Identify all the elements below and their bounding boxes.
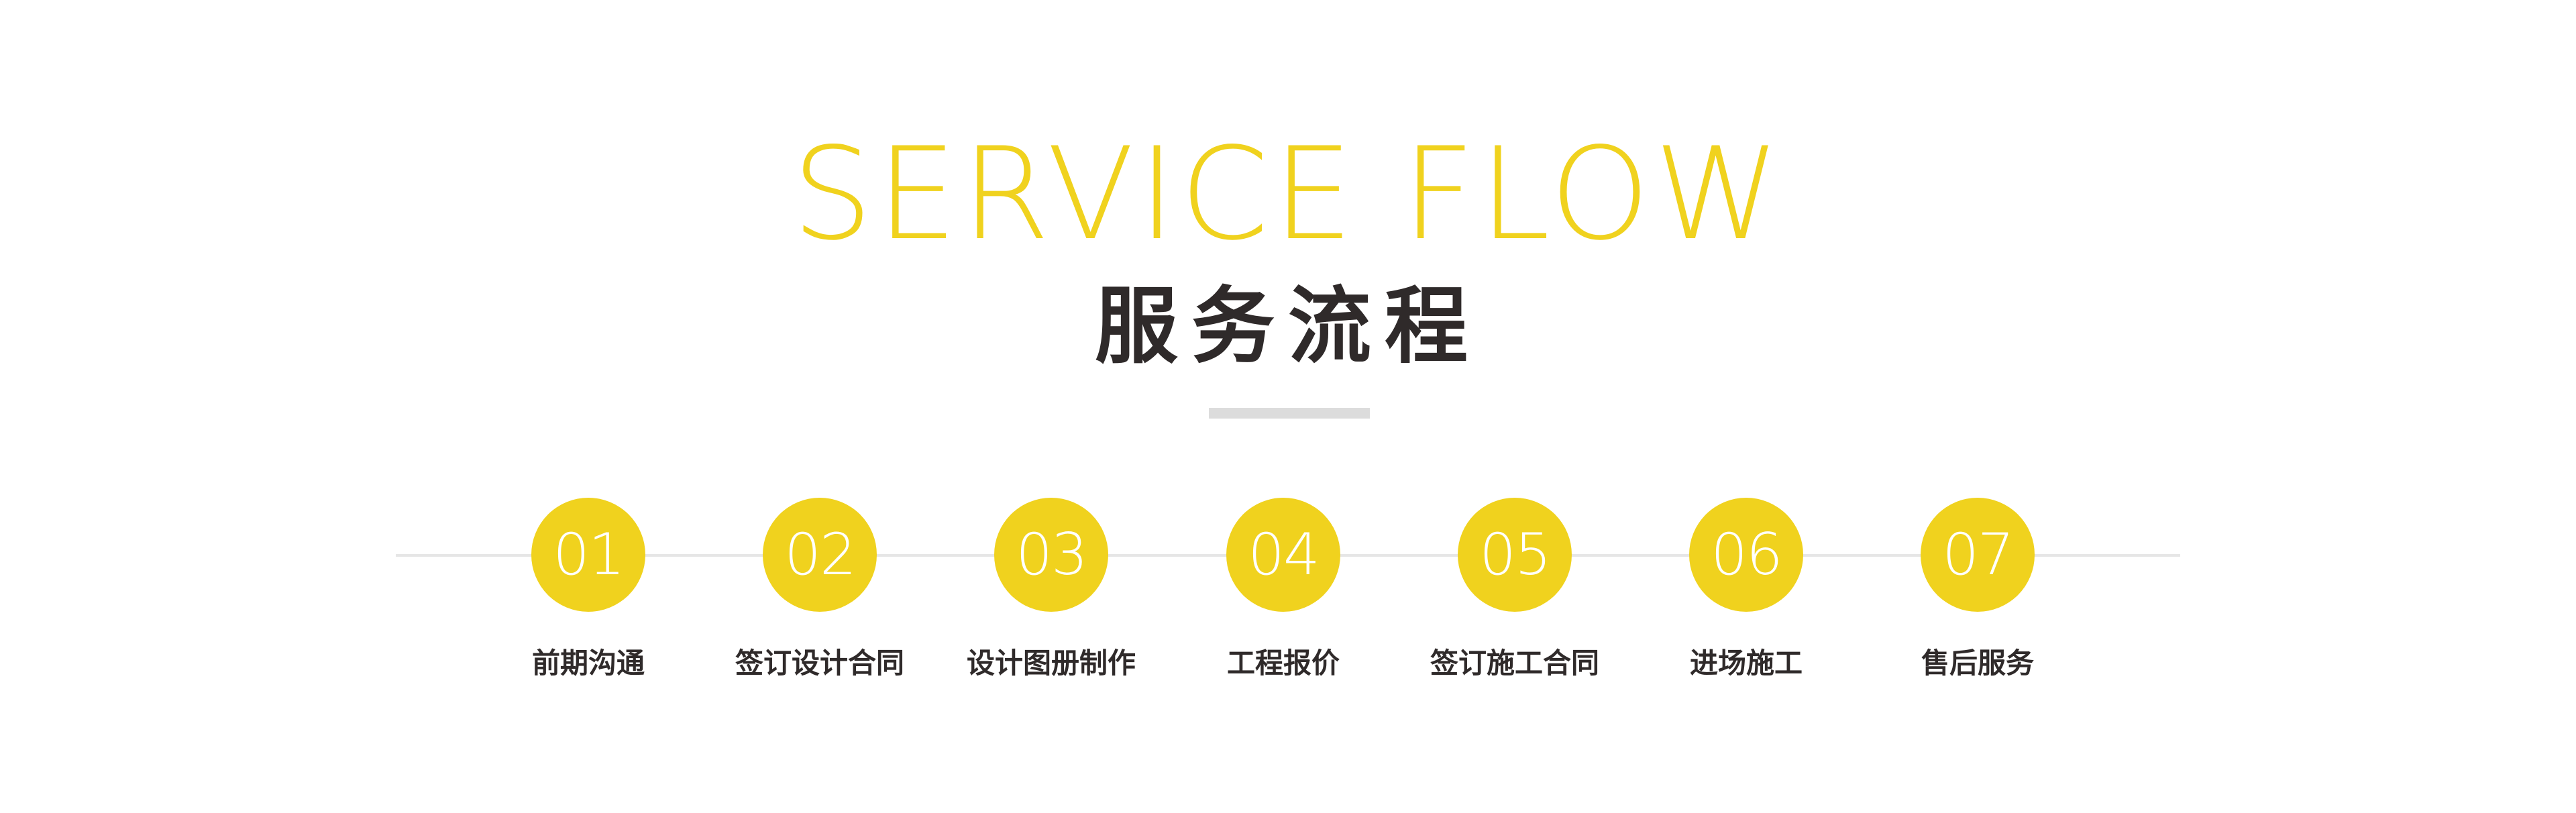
step-label: 进场施工 — [1689, 647, 1803, 680]
step-number-badge: 03 — [994, 498, 1108, 612]
step-label: 设计图册制作 — [966, 647, 1136, 680]
step-label: 工程报价 — [1226, 647, 1340, 680]
step-2: 02 签订设计合同 — [709, 498, 930, 680]
title-underline — [1209, 408, 1370, 419]
step-6: 06 进场施工 — [1635, 498, 1857, 680]
step-label: 售后服务 — [1921, 647, 2034, 680]
step-label: 前期沟通 — [531, 647, 645, 680]
step-label: 签订施工合同 — [1430, 647, 1599, 680]
step-number-badge: 04 — [1226, 498, 1340, 612]
step-3: 03 设计图册制作 — [941, 498, 1162, 680]
step-5: 05 签订施工合同 — [1404, 498, 1625, 680]
step-label: 签订设计合同 — [735, 647, 904, 680]
step-number-badge: 05 — [1458, 498, 1572, 612]
step-4: 04 工程报价 — [1173, 498, 1394, 680]
step-1: 01 前期沟通 — [478, 498, 699, 680]
step-number-badge: 06 — [1689, 498, 1803, 612]
step-number-badge: 01 — [531, 498, 645, 612]
title-chinese: 服务流程 — [1094, 278, 1481, 375]
title-english: SERVICE FLOW — [792, 120, 1784, 268]
step-number-badge: 02 — [763, 498, 877, 612]
step-7: 07 售后服务 — [1867, 498, 2088, 680]
step-number-badge: 07 — [1921, 498, 2035, 612]
